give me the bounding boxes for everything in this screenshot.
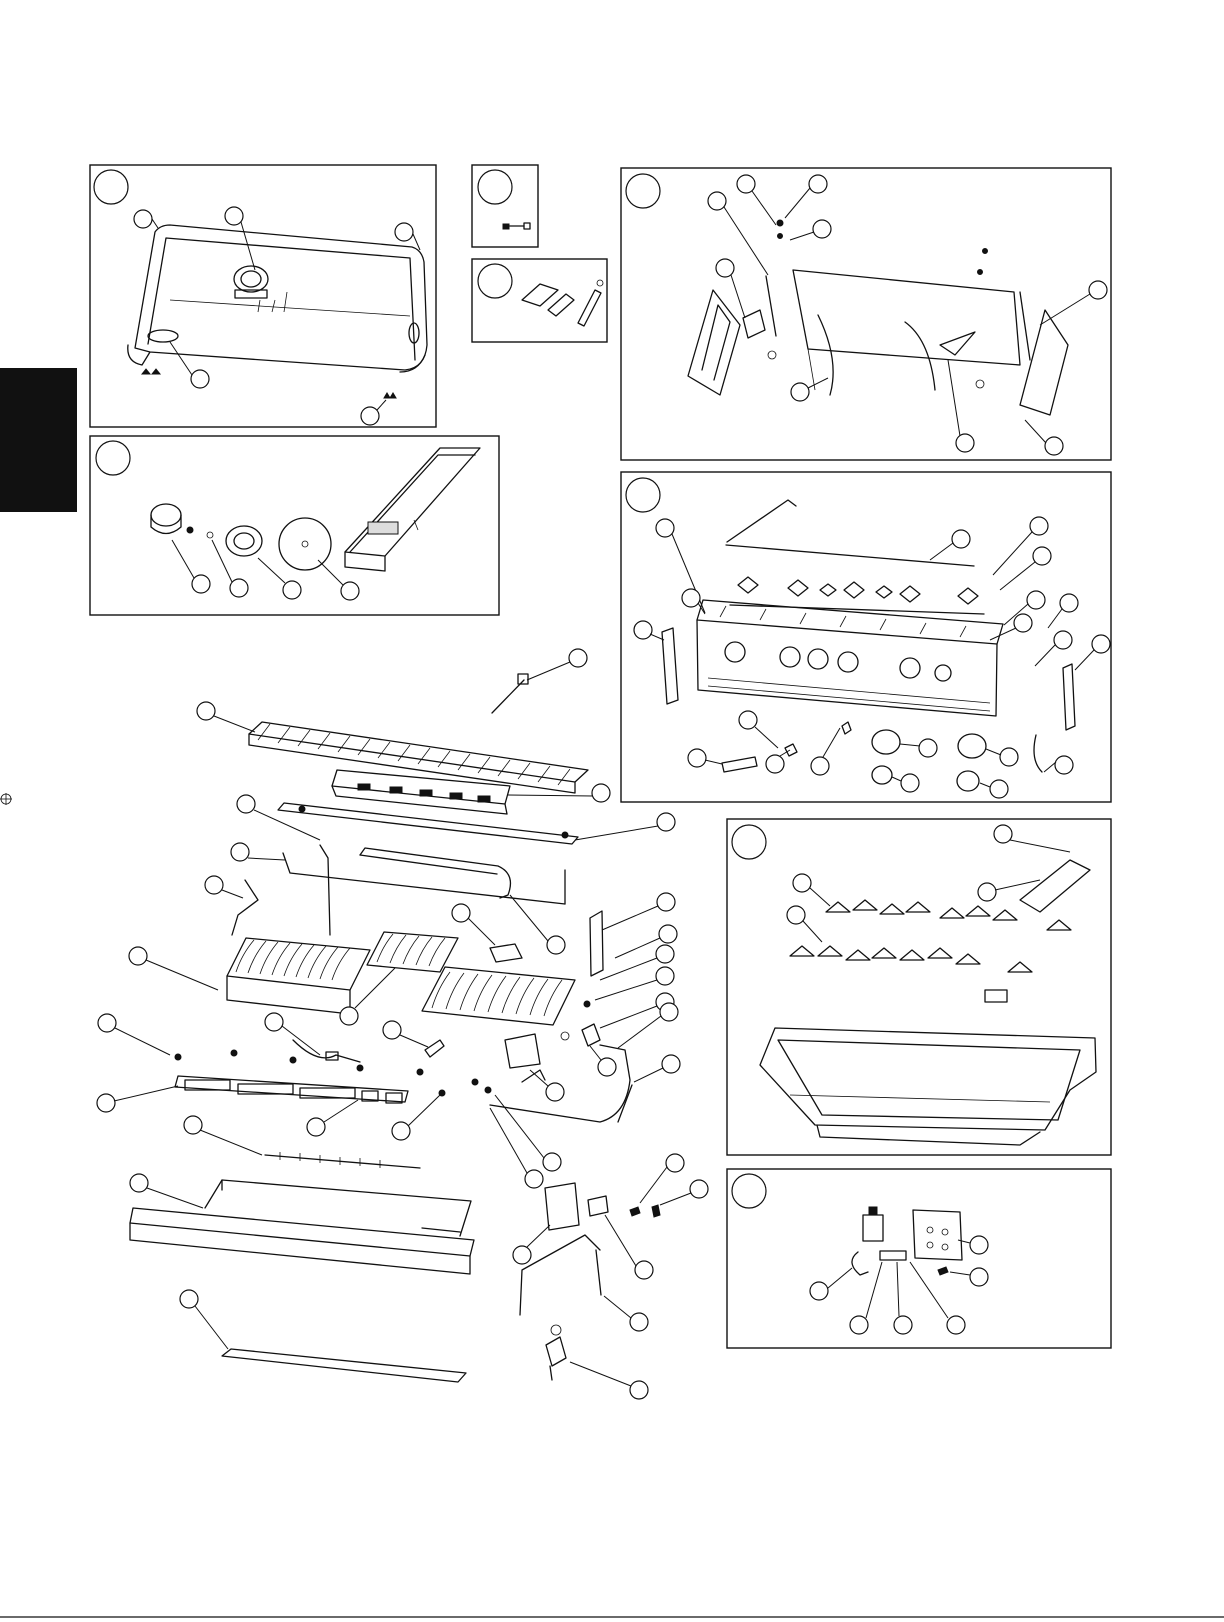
panel-control-panel-side-shelves [621,168,1111,460]
panel-burner-box-heat-shields [727,819,1111,1155]
registration-mark [0,793,12,805]
panel-valve-manifold [621,472,1111,802]
panel-ignition-module [727,1169,1111,1348]
panel-hardware-bolt [472,165,538,247]
main-exploded-assembly [97,649,708,1399]
panel-brackets-kit [472,259,607,342]
side-tab [0,368,77,512]
panel-lid-assembly [90,165,436,427]
panel-knob-rotisserie-burner [90,436,499,615]
